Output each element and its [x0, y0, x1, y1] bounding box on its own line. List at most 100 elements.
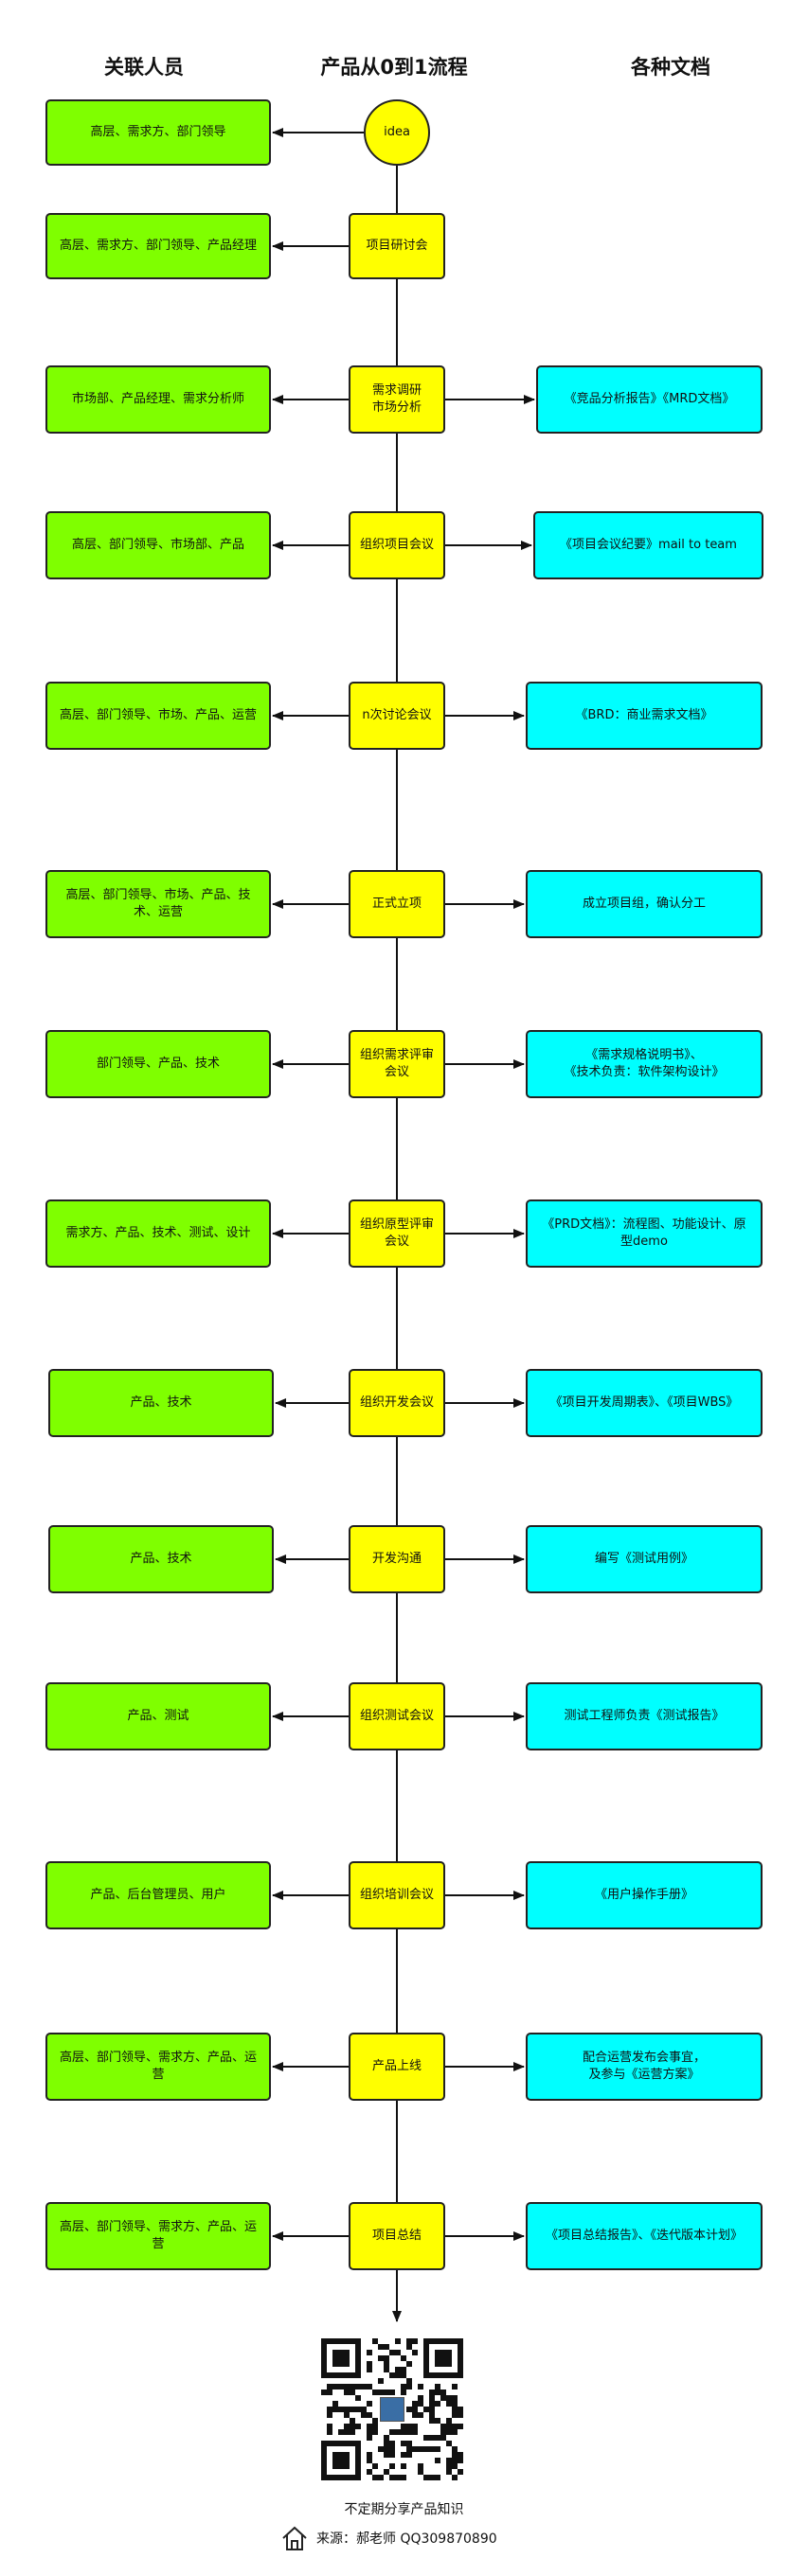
qr-module — [440, 2338, 446, 2344]
process-step-9-label: 开发沟通 — [371, 1552, 422, 1567]
qr-module — [355, 2463, 361, 2469]
qr-module — [344, 2458, 350, 2463]
process-step-10-label: 组织测试会议 — [360, 1709, 435, 1724]
qr-module — [429, 2401, 435, 2407]
qr-module — [344, 2338, 350, 2344]
qr-module — [367, 2424, 372, 2429]
doc-box-2-label: 《竞品分析报告》《MRD文档》 — [564, 392, 735, 407]
qr-module — [338, 2441, 344, 2446]
qr-module — [446, 2429, 452, 2435]
process-step-9: 开发沟通 — [349, 1525, 445, 1593]
qr-module — [458, 2372, 463, 2378]
qr-module — [406, 2361, 412, 2367]
doc-box-4-label: 《BRD：商业需求文档》 — [575, 708, 713, 723]
qr-module — [327, 2441, 332, 2446]
people-box-4-label: 高层、部门领导、市场、产品、运营 — [59, 708, 257, 723]
qr-module — [367, 2412, 372, 2418]
process-step-12: 产品上线 — [349, 2033, 445, 2101]
qr-module — [406, 2378, 412, 2384]
flow-column-header: 产品从0到1流程 — [320, 56, 468, 79]
process-step-6-label: 组织需求评审 会议 — [360, 1048, 435, 1079]
footer-source: 来源：郝老师 QQ309870890 — [280, 2525, 497, 2551]
qr-module — [458, 2412, 463, 2418]
people-box-8-label: 产品、技术 — [130, 1395, 192, 1411]
qr-module — [446, 2418, 452, 2424]
people-box-13-label: 高层、部门领导、需求方、产品、运 营 — [59, 2220, 257, 2251]
people-box-11-label: 产品、后台管理员、用户 — [90, 1888, 226, 1903]
qr-module — [423, 2355, 429, 2361]
people-box-7: 需求方、产品、技术、测试、设计 — [45, 1199, 271, 1268]
qr-module — [338, 2452, 344, 2458]
doc-box-13: 《项目总结报告》、《迭代版本计划》 — [526, 2202, 763, 2270]
qr-module — [429, 2446, 435, 2452]
qr-module — [429, 2475, 435, 2480]
qr-module — [384, 2469, 389, 2475]
process-step-2-label: 需求调研 市场分析 — [371, 383, 422, 415]
qr-module — [344, 2389, 350, 2395]
process-step-5: 正式立项 — [349, 870, 445, 938]
qr-module — [355, 2407, 361, 2412]
qr-module — [327, 2372, 332, 2378]
qr-module — [423, 2344, 429, 2350]
qr-module — [429, 2412, 435, 2418]
qr-module — [412, 2424, 418, 2429]
qr-module — [321, 2475, 327, 2480]
qr-module — [327, 2475, 332, 2480]
qr-module — [412, 2412, 418, 2418]
qr-module — [418, 2463, 423, 2469]
qr-module — [344, 2355, 350, 2361]
qr-module — [367, 2429, 372, 2435]
people-box-0-label: 高层、需求方、部门领导 — [90, 125, 226, 140]
qr-module — [372, 2429, 378, 2435]
qr-module — [344, 2475, 350, 2480]
qr-module — [327, 2384, 332, 2389]
qr-module — [321, 2372, 327, 2378]
qr-module — [435, 2389, 440, 2395]
qr-module — [401, 2441, 406, 2446]
qr-module — [384, 2344, 389, 2350]
qr-module — [435, 2475, 440, 2480]
qr-module — [458, 2469, 463, 2475]
qr-module — [435, 2458, 440, 2463]
qr-module — [435, 2418, 440, 2424]
qr-module — [406, 2424, 412, 2429]
qr-module — [355, 2452, 361, 2458]
qr-module — [338, 2355, 344, 2361]
qr-module — [338, 2429, 344, 2435]
qr-module — [418, 2395, 423, 2401]
qr-code — [321, 2338, 463, 2480]
qr-module — [378, 2378, 384, 2384]
process-step-8: 组织开发会议 — [349, 1369, 445, 1437]
qr-module — [321, 2469, 327, 2475]
process-step-3: 组织项目会议 — [349, 511, 445, 579]
qr-module — [327, 2429, 332, 2435]
qr-module — [429, 2418, 435, 2424]
qr-module — [435, 2401, 440, 2407]
qr-module — [372, 2338, 378, 2344]
qr-module — [344, 2441, 350, 2446]
qr-module — [406, 2384, 412, 2389]
qr-module — [389, 2463, 395, 2469]
qr-module — [446, 2441, 452, 2446]
qr-module — [418, 2384, 423, 2389]
people-box-8: 产品、技术 — [48, 1369, 274, 1437]
qr-module — [384, 2367, 389, 2372]
qr-module — [384, 2361, 389, 2367]
process-step-1: 项目研讨会 — [349, 213, 445, 279]
qr-module — [429, 2407, 435, 2412]
qr-module — [338, 2458, 344, 2463]
qr-module — [355, 2361, 361, 2367]
qr-module — [372, 2463, 378, 2469]
people-box-12: 高层、部门领导、需求方、产品、运 营 — [45, 2033, 271, 2101]
qr-module — [423, 2475, 429, 2480]
qr-module — [395, 2429, 401, 2435]
qr-module — [458, 2367, 463, 2372]
qr-module — [412, 2446, 418, 2452]
qr-module — [412, 2407, 418, 2412]
qr-module — [355, 2395, 361, 2401]
people-box-6: 部门领导、产品、技术 — [45, 1030, 271, 1098]
qr-module — [321, 2389, 327, 2395]
process-node-idea: idea — [364, 99, 430, 166]
qr-module — [321, 2458, 327, 2463]
qr-module — [372, 2389, 378, 2395]
